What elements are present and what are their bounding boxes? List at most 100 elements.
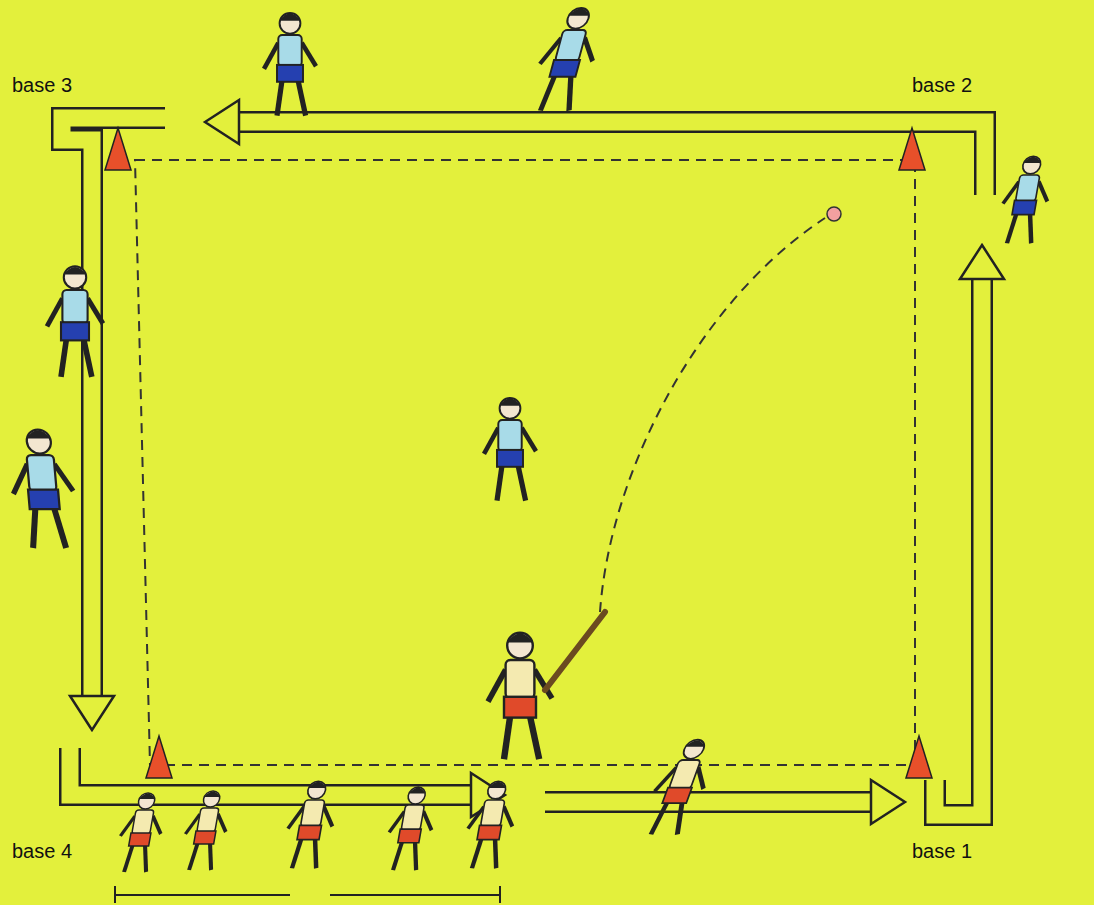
tick — [499, 886, 501, 903]
shirt — [27, 455, 57, 491]
field-lines — [135, 160, 915, 765]
hair — [409, 788, 427, 794]
arrowhead — [70, 696, 114, 730]
ball-path — [600, 218, 825, 612]
shirt — [506, 660, 535, 698]
cone — [146, 736, 172, 778]
shirt — [401, 805, 424, 830]
bat — [545, 612, 605, 690]
track-outline — [545, 791, 875, 813]
head — [1021, 156, 1042, 174]
leg — [472, 837, 482, 868]
shorts — [1012, 200, 1037, 214]
track-outline — [935, 280, 982, 815]
hair — [64, 267, 86, 275]
track-fill — [240, 122, 985, 195]
leg — [504, 714, 510, 759]
shirt — [1015, 175, 1039, 201]
player — [461, 781, 520, 868]
leg — [277, 79, 282, 115]
shorts — [504, 697, 536, 718]
arm — [302, 43, 316, 66]
leg — [393, 841, 402, 870]
arm — [522, 428, 536, 451]
head — [507, 633, 533, 659]
players — [8, 8, 1056, 872]
cone — [105, 128, 131, 170]
arrowhead — [871, 780, 905, 824]
shirt — [197, 808, 219, 832]
shirt — [300, 800, 324, 826]
shorts — [277, 65, 303, 82]
leg — [124, 844, 133, 872]
track-fill — [545, 794, 875, 811]
base-label: base 4 — [12, 840, 72, 862]
player — [383, 787, 440, 870]
shirt — [498, 420, 521, 451]
hair — [280, 14, 301, 21]
leg — [292, 837, 302, 868]
shorts — [477, 825, 502, 839]
head — [500, 398, 521, 419]
track-fill — [62, 118, 165, 695]
shorts — [61, 322, 89, 340]
leg — [561, 74, 579, 110]
head — [407, 787, 427, 804]
cone — [906, 736, 932, 778]
hair — [308, 782, 327, 788]
player — [639, 740, 722, 835]
shorts — [497, 450, 523, 467]
shorts — [549, 60, 580, 77]
hair — [500, 399, 521, 406]
hair — [204, 792, 221, 798]
player — [114, 793, 168, 872]
running-track — [62, 100, 1004, 824]
leg — [490, 837, 502, 868]
leg — [189, 842, 198, 870]
track-fill — [935, 280, 982, 815]
shirt — [480, 800, 504, 826]
player — [527, 8, 607, 111]
leg — [83, 338, 91, 377]
player — [488, 633, 552, 759]
head — [280, 13, 301, 34]
player — [264, 13, 316, 116]
head — [64, 266, 86, 288]
leg — [651, 801, 668, 835]
hair — [685, 740, 707, 747]
shirt — [669, 760, 701, 789]
base-label: base 3 — [12, 74, 72, 96]
leg — [140, 844, 151, 872]
leg — [1007, 212, 1017, 243]
leg — [298, 79, 306, 115]
leg — [1025, 212, 1037, 243]
shirt — [62, 290, 87, 324]
player — [484, 398, 536, 501]
base-label: base 1 — [912, 840, 972, 862]
arm — [88, 298, 103, 323]
cone — [899, 128, 925, 170]
head — [681, 740, 707, 759]
leg — [497, 464, 502, 500]
shorts — [194, 831, 216, 844]
player — [179, 791, 233, 870]
scale-bar — [115, 886, 500, 903]
hair — [507, 634, 533, 643]
leg — [310, 837, 322, 868]
player — [281, 781, 340, 868]
hair — [139, 794, 156, 800]
head — [137, 793, 156, 809]
arrowhead — [960, 245, 1004, 279]
leg — [53, 506, 66, 548]
head — [26, 430, 52, 454]
track-outline — [240, 122, 985, 195]
hair — [26, 430, 51, 438]
hair — [1023, 157, 1042, 163]
hair — [568, 9, 591, 16]
player — [996, 156, 1055, 243]
shorts — [398, 829, 421, 843]
leg — [518, 464, 526, 500]
shorts — [297, 825, 322, 839]
head — [565, 8, 591, 29]
